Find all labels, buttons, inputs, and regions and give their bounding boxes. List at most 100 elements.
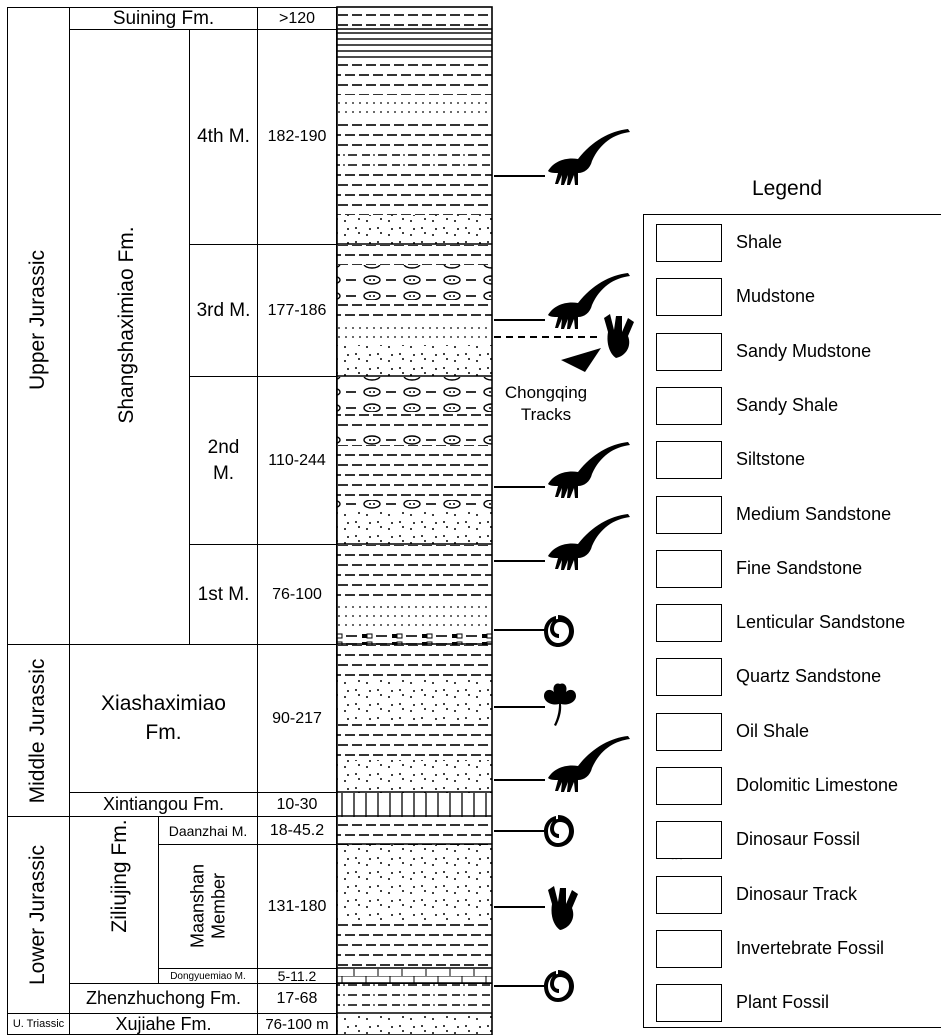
- legend-swatch: [656, 604, 722, 643]
- legend-swatch: [656, 386, 722, 425]
- legend-label: Dinosaur Track: [736, 883, 858, 904]
- formation-suining: Suining Fm.: [69, 7, 258, 30]
- formation-label-shangshaximiao: Shangshaximiao Fm.: [115, 226, 138, 424]
- lithology-band: [337, 845, 492, 920]
- thickness-label-maanshan: 131-180: [267, 897, 327, 915]
- period-label-u-triassic: U. Triassic: [12, 1018, 65, 1030]
- legend-label: Sandy Mudstone: [736, 340, 872, 361]
- thickness-label-1st: 76-100: [272, 585, 322, 603]
- lithology-band: [337, 984, 492, 1014]
- lithology-band: [337, 377, 492, 412]
- member-label-daanzhai: Daanzhai M.: [168, 822, 248, 839]
- legend-swatch: [656, 875, 722, 914]
- period-label-middle-jurassic: Middle Jurassic: [26, 658, 49, 804]
- period-cell-u-triassic: U. Triassic: [7, 1013, 70, 1035]
- thickness-xiashaximiao: 90-217: [257, 644, 337, 793]
- thickness-zhenzhuchong: 17-68: [257, 983, 337, 1014]
- member-label-dongyuemiao: Dongyuemiao M.: [170, 970, 246, 982]
- formation-label-ziliujing: Ziliujing Fm.: [108, 819, 131, 933]
- period-label-upper-jurassic: Upper Jurassic: [26, 249, 49, 391]
- legend-label: Plant Fossil: [736, 992, 830, 1013]
- thickness-4th: 182-190: [257, 29, 337, 245]
- thickness-label-xujiahe: 76-100 m: [265, 1015, 329, 1033]
- chongqing-tracks-label: Chongqing Tracks: [504, 383, 588, 425]
- member-daanzhai: Daanzhai M.: [158, 816, 258, 845]
- thickness-label-2nd: 110-244: [268, 451, 326, 469]
- dinosaur-fossil-icon: [548, 736, 630, 792]
- lithology-band: [337, 432, 492, 445]
- lithology-band: [337, 60, 492, 95]
- formation-zhenzhuchong: Zhenzhuchong Fm.: [69, 983, 258, 1014]
- member-label-1st: 1st M.: [197, 583, 250, 605]
- lithology-band: [337, 412, 492, 432]
- dinosaur-fossil-icon: [548, 442, 630, 498]
- invertebrate-fossil-icon: [544, 970, 574, 1002]
- formation-xujiahe: Xujiahe Fm.: [69, 1013, 258, 1035]
- plant-fossil-icon: [544, 683, 576, 726]
- lithology-band: [337, 320, 492, 345]
- lithology-band: [337, 633, 492, 645]
- lithology-band: [337, 920, 492, 969]
- thickness-2nd: 110-244: [257, 376, 337, 545]
- lithology-band: [337, 512, 492, 545]
- legend-swatch: [656, 929, 722, 968]
- thickness-label-4th: 182-190: [267, 128, 327, 145]
- lithology-band: [337, 345, 492, 377]
- thickness-maanshan: 131-180: [257, 844, 337, 969]
- thickness-suining: >120: [257, 7, 337, 30]
- formation-label-suining: Suining Fm.: [112, 7, 215, 29]
- lithology-band: [337, 500, 492, 512]
- lithology-band: [337, 95, 492, 118]
- legend-swatch: [656, 549, 722, 588]
- member-4th: 4th M.: [189, 29, 258, 245]
- thickness-label-xiashaximiao: 90-217: [272, 709, 322, 727]
- member-1st: 1st M.: [189, 544, 258, 645]
- arrow-icon: [561, 348, 601, 372]
- legend-label: Lenticular Sandstone: [736, 612, 906, 633]
- invertebrate-fossil-icon: [544, 615, 574, 647]
- legend-label: Shale: [736, 232, 783, 252]
- legend-label: Mudstone: [736, 286, 816, 307]
- thickness-3rd: 177-186: [257, 244, 337, 377]
- lithology-band: [337, 7, 492, 30]
- thickness-label-suining: >120: [278, 9, 316, 27]
- lithology-band: [337, 118, 492, 150]
- formation-label-xintiangou: Xintiangou Fm.: [102, 794, 225, 814]
- legend-label: Medium Sandstone: [736, 503, 892, 524]
- formation-label-xiashaximiao: Xiashaximiao Fm.: [101, 692, 226, 744]
- thickness-label-3rd: 177-186: [267, 301, 327, 319]
- member-3rd: 3rd M.: [189, 244, 258, 377]
- lithology-band: [337, 30, 492, 60]
- legend-title: Legend: [752, 177, 823, 200]
- lithology-band: [337, 150, 492, 170]
- legend-swatch: [656, 495, 722, 534]
- dinosaur-fossil-icon: [548, 129, 630, 185]
- legend-swatch: [656, 821, 722, 860]
- legend-label: Oil Shale: [736, 720, 810, 741]
- lithology-band: [337, 817, 492, 845]
- dinosaur-track-icon: [604, 314, 634, 358]
- formation-xiashaximiao: Xiashaximiao Fm.: [69, 644, 258, 793]
- member-label-maanshan: Maanshan Member: [187, 863, 228, 949]
- lithology-band: [337, 645, 492, 680]
- legend-swatch: [656, 712, 722, 751]
- formation-label-zhenzhuchong: Zhenzhuchong Fm.: [85, 988, 242, 1008]
- legend-label: Sandy Shale: [736, 394, 839, 415]
- legend-swatch: [656, 278, 722, 317]
- legend-swatch: [656, 332, 722, 371]
- formation-xintiangou: Xintiangou Fm.: [69, 792, 258, 817]
- lithology-band: [337, 215, 492, 245]
- member-2nd: 2nd M.: [189, 376, 258, 545]
- lithology-band: [337, 445, 492, 500]
- dinosaur-fossil-icon: [548, 514, 630, 570]
- period-label-lower-jurassic: Lower Jurassic: [26, 844, 49, 986]
- lithology-band: [337, 760, 492, 793]
- dinosaur-track-icon: [548, 886, 578, 930]
- thickness-dongyuemiao: 5-11.2: [257, 968, 337, 984]
- legend-frame: [643, 214, 941, 1028]
- thickness-xintiangou: 10-30: [257, 792, 337, 817]
- lithology-band: [337, 680, 492, 720]
- thickness-label-daanzhai: 18-45.2: [269, 821, 325, 839]
- member-label-4th: 4th M.: [197, 126, 250, 147]
- member-label-3rd: 3rd M.: [196, 299, 251, 321]
